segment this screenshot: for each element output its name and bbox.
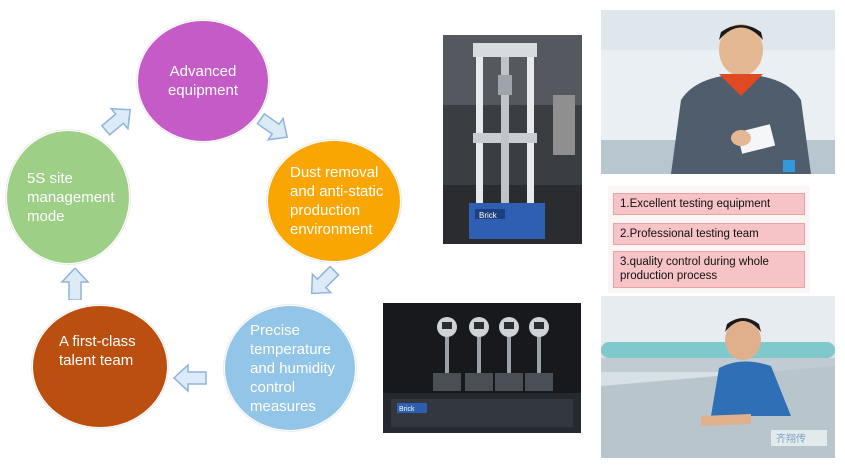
cycle-arrow-icon [172, 362, 207, 393]
worker-inspecting-photo [601, 10, 835, 174]
talent-team-label: A first-class talent team [59, 333, 136, 369]
watermark-text: 齐翔传 [776, 432, 806, 445]
cycle-arrow-icon [57, 268, 91, 300]
site-management-label: 5S site management mode [27, 169, 115, 225]
precise-control-label: Precise temperature and humidity control… [250, 321, 336, 415]
label-testing-team: 2.Professional testing team [613, 223, 805, 245]
site-management-circle: 5S site management mode [6, 130, 130, 264]
worker-film-photo: 齐翔传 [601, 296, 835, 458]
label-quality-control: 3.quality control during whole productio… [613, 251, 805, 288]
precise-control-circle: Precise temperature and humidity control… [224, 305, 356, 431]
advanced-equipment-label: Advanced equipment [167, 63, 239, 99]
machine-brand: Brick [479, 211, 498, 220]
cycle-arrow-icon [305, 266, 340, 295]
dust-removal-label: Dust removal and anti-static production … [290, 164, 384, 238]
label-testing-equipment: 1.Excellent testing equipment [613, 193, 805, 215]
talent-team-circle: A first-class talent team [32, 305, 168, 428]
cycle-arrow-icon [256, 112, 290, 141]
testing-machine-photo: Brick [443, 35, 582, 244]
cycle-arrow-icon [100, 104, 134, 136]
thickness-gauges-photo: Brick [383, 303, 581, 433]
dust-removal-circle: Dust removal and anti-static production … [267, 140, 401, 262]
advanced-equipment-circle: Advanced equipment [137, 20, 269, 142]
gauges-brand: Brick [399, 406, 415, 413]
